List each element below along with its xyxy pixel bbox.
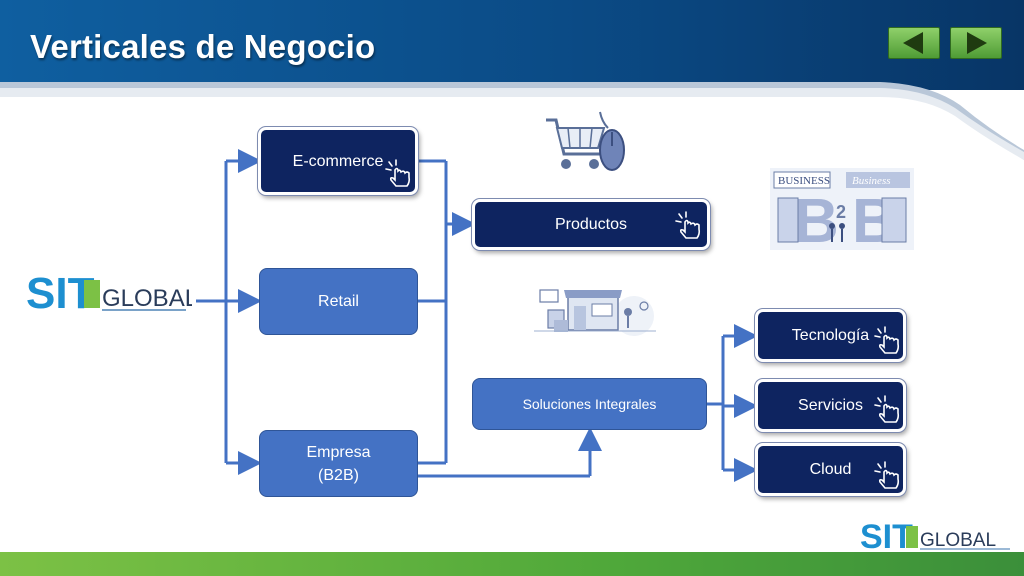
logo-brand-left: SIT <box>26 269 95 314</box>
node-empresa-label-2: (B2B) <box>318 466 359 484</box>
shopping-cart-mouse-icon <box>542 110 632 176</box>
page-title: Verticales de Negocio <box>30 28 376 65</box>
node-empresa[interactable]: Empresa (B2B) <box>259 430 418 497</box>
node-cloud[interactable]: Cloud <box>755 443 906 496</box>
node-servicios[interactable]: Servicios <box>755 379 906 432</box>
node-retail-label: Retail <box>318 293 359 310</box>
node-ecommerce-label: E-commerce <box>292 152 384 170</box>
pointer-hand-icon <box>874 395 900 423</box>
pointer-hand-icon <box>874 326 900 354</box>
node-soluciones-label: Soluciones Integrales <box>522 395 657 412</box>
node-ecommerce[interactable]: E-commerce <box>258 127 418 195</box>
svg-text:SIT: SIT <box>860 518 913 552</box>
node-productos[interactable]: Productos <box>472 199 710 250</box>
sit-global-logo-footer: SIT GLOBAL <box>860 516 1012 556</box>
prev-slide-button[interactable] <box>888 27 940 59</box>
node-soluciones[interactable]: Soluciones Integrales <box>472 378 707 430</box>
sit-global-logo: SIT GLOBAL <box>26 266 198 318</box>
svg-text:B: B <box>794 187 839 250</box>
node-servicios-label: Servicios <box>798 397 863 414</box>
triangle-right-icon <box>967 32 987 54</box>
pointer-hand-icon <box>874 461 900 489</box>
node-tecnologia[interactable]: Tecnología <box>755 309 906 362</box>
pointer-hand-icon <box>385 159 411 187</box>
node-empresa-label-1: Empresa <box>306 443 371 461</box>
bottom-bar <box>0 552 1024 576</box>
header-bar <box>0 0 1024 160</box>
node-retail[interactable]: Retail <box>259 268 418 335</box>
next-slide-button[interactable] <box>950 27 1002 59</box>
triangle-left-icon <box>903 32 923 54</box>
node-cloud-label: Cloud <box>809 461 852 478</box>
svg-text:GLOBAL: GLOBAL <box>920 530 996 551</box>
business-b2b-illustration: BUSINESS Business B 2 B <box>770 168 914 256</box>
svg-text:GLOBAL: GLOBAL <box>102 285 192 312</box>
b2b-text-1: BUSINESS <box>778 175 830 187</box>
b2b-text-2: Business <box>852 175 891 187</box>
storefront-illustration <box>534 276 656 338</box>
pointer-hand-icon <box>675 211 701 239</box>
svg-text:2: 2 <box>836 202 846 222</box>
node-productos-label: Productos <box>554 216 628 233</box>
node-tecnologia-label: Tecnología <box>791 327 870 344</box>
header-swoosh <box>0 82 1024 160</box>
